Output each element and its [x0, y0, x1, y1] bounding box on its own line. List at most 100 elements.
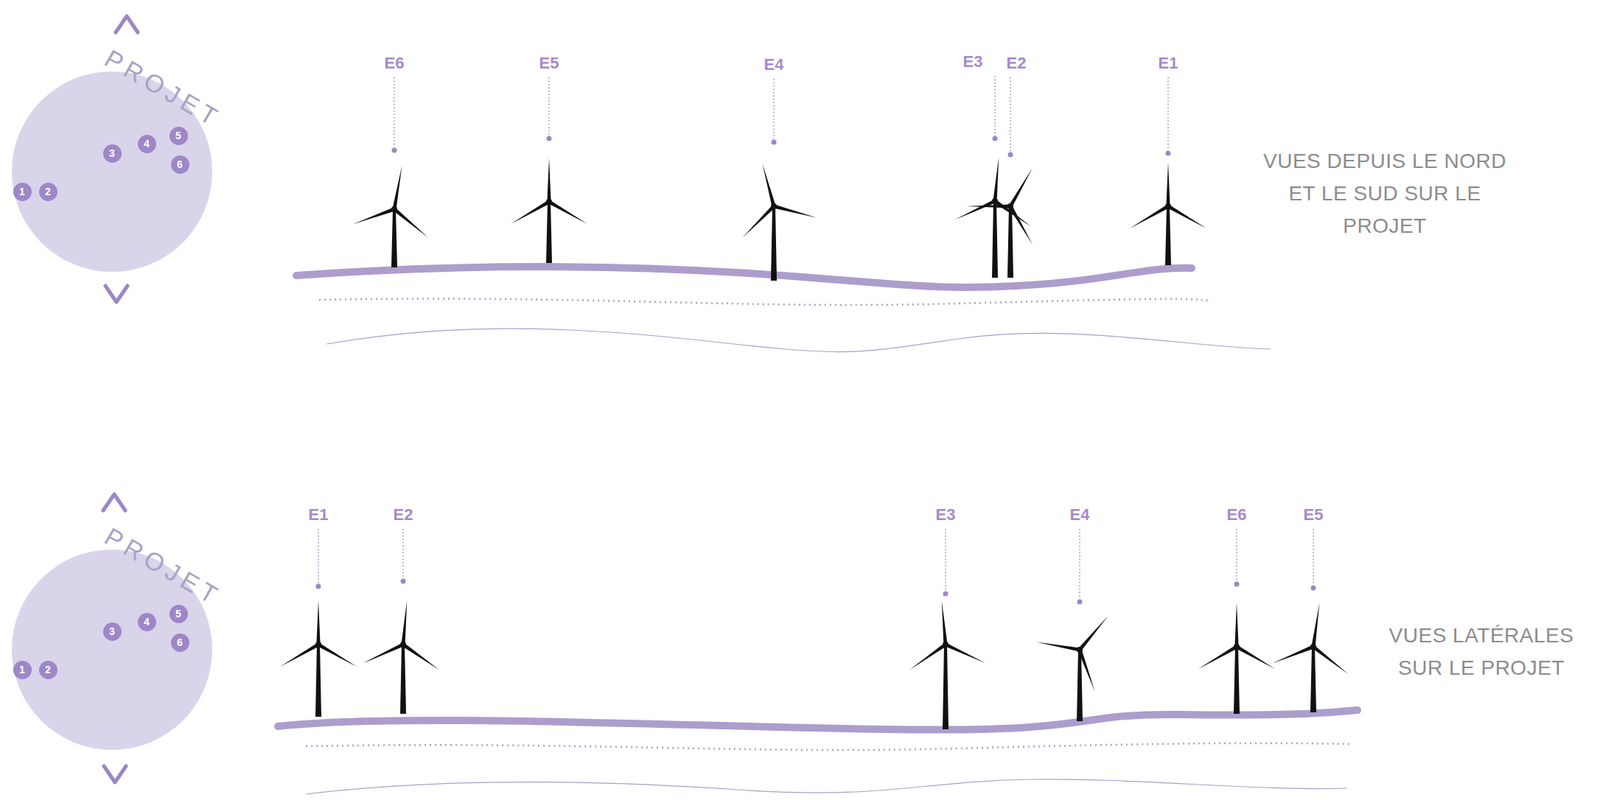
- project-circle: PROJET123456: [11, 549, 213, 751]
- ground-line: [277, 710, 1358, 731]
- turbine-blade: [1311, 645, 1348, 675]
- leader-dot: [1311, 585, 1317, 592]
- turbine-blade: [742, 204, 776, 238]
- marker-fill: [170, 155, 190, 174]
- turbine-label: E6: [1227, 505, 1247, 525]
- turbine-blade: [392, 165, 402, 211]
- turbine-blade: [1235, 645, 1275, 670]
- leader-line: [317, 529, 320, 584]
- turbine-tower: [942, 644, 949, 730]
- turbine-label: E2: [1006, 53, 1027, 73]
- dotted-line: [319, 298, 1210, 305]
- viewpoint-marker: 2: [39, 661, 58, 680]
- turbine-tower: [391, 209, 398, 268]
- turbine-tower: [1165, 206, 1172, 266]
- turbine-blade: [1167, 204, 1207, 229]
- marker-fill: [137, 613, 157, 632]
- turbine-blade: [944, 643, 986, 665]
- leader-line: [773, 78, 775, 140]
- marker-fill: [169, 126, 188, 146]
- marker-fill: [137, 134, 157, 154]
- turbine-label: E6: [384, 53, 405, 73]
- turbine-blade: [353, 207, 396, 225]
- leader-dot: [546, 136, 553, 142]
- leader-line: [402, 529, 404, 579]
- leader-dot: [771, 140, 777, 146]
- turbine-hub: [991, 198, 998, 205]
- leader-line: [944, 529, 947, 592]
- view-caption: VUES DEPUIS LE NORD ET LE SUD SUR LE PRO…: [1252, 145, 1518, 243]
- marker-fill: [39, 182, 58, 202]
- turbine-label: E3: [935, 505, 956, 525]
- turbine-blade: [316, 600, 320, 645]
- turbine-blade: [941, 600, 948, 645]
- viewpoint-marker: 6: [170, 633, 190, 653]
- turbine-label: E4: [764, 55, 785, 75]
- turbine-blade: [510, 200, 550, 225]
- turbine-blade: [1165, 162, 1170, 207]
- contour-line: [326, 328, 1271, 352]
- turbine-hub: [315, 641, 322, 648]
- turbine-blade: [1008, 205, 1033, 245]
- leader-line: [1078, 529, 1081, 600]
- turbine-label: E2: [393, 505, 414, 525]
- south-chevron: [105, 285, 128, 303]
- viewpoint-marker: 1: [13, 661, 32, 680]
- turbine-tower: [546, 201, 553, 264]
- project-circle: PROJET123456: [11, 71, 213, 272]
- turbine-blade: [402, 643, 440, 671]
- turbine-hub: [1233, 644, 1240, 651]
- turbine-blade: [1129, 204, 1169, 229]
- leader-line: [1009, 77, 1012, 152]
- turbine-hub: [1007, 203, 1014, 210]
- marker-fill: [103, 622, 122, 642]
- turbine-hub: [770, 203, 777, 210]
- leader-dot: [400, 579, 407, 585]
- turbine-tower: [1076, 650, 1083, 722]
- viewpoint-marker: 4: [137, 613, 157, 632]
- turbine-label: E3: [963, 52, 984, 72]
- turbine-hub: [942, 641, 949, 648]
- viewpoint-marker: 3: [103, 144, 122, 163]
- marker-fill: [169, 605, 188, 624]
- turbine-tower: [315, 644, 322, 718]
- marker-fill: [103, 144, 122, 163]
- leader-dot: [943, 591, 949, 597]
- viewpoint-marker: 6: [170, 155, 190, 174]
- leader-line: [1167, 77, 1169, 151]
- turbine-blade: [1311, 603, 1320, 648]
- turbine-hub: [546, 198, 553, 205]
- leader-dot: [992, 136, 998, 142]
- callout-number: 5: [169, 605, 188, 624]
- turbine-blade: [363, 643, 404, 665]
- turbine-tower: [400, 644, 407, 715]
- viewpoint-marker: 1: [13, 182, 32, 202]
- turbine-blade: [400, 600, 407, 645]
- callout-number: 4: [137, 613, 157, 632]
- leader-line: [548, 77, 550, 136]
- turbine-label: E5: [1303, 505, 1324, 525]
- leader-dot: [392, 148, 398, 154]
- north-chevron: [103, 494, 126, 511]
- turbine-blade: [762, 163, 776, 208]
- south-chevron: [103, 766, 127, 783]
- marker-fill: [170, 633, 190, 653]
- turbine-blade: [773, 204, 817, 218]
- turbine-hub: [1310, 644, 1317, 651]
- viewpoint-marker: 4: [137, 134, 157, 154]
- turbine-blade: [317, 643, 357, 667]
- callout-number: 3: [103, 622, 122, 642]
- callout-number: 6: [170, 633, 190, 653]
- turbine-hub: [1165, 203, 1172, 210]
- turbine-blade: [1234, 602, 1239, 648]
- leader-line: [393, 77, 396, 148]
- turbine-tower: [991, 201, 998, 278]
- viewpoint-marker: 3: [103, 622, 122, 642]
- leader-line: [994, 75, 996, 136]
- leader-dot: [1008, 152, 1014, 158]
- ground-line: [296, 266, 1192, 288]
- turbine-blade: [909, 643, 948, 671]
- viewpoint-marker: 5: [169, 126, 188, 146]
- contour-line: [305, 779, 1348, 795]
- turbine-blade: [1078, 616, 1109, 652]
